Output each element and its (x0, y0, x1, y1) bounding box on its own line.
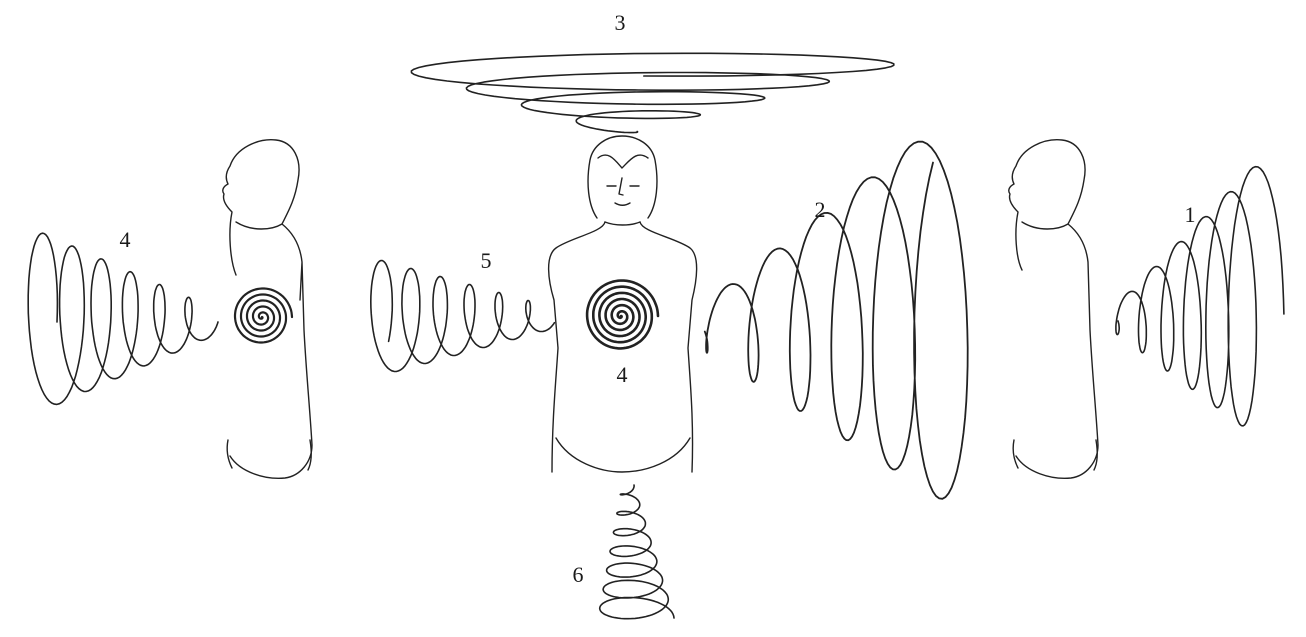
label-2: 2 (815, 197, 826, 222)
left-chest-spiral (235, 289, 292, 343)
label-5: 5 (481, 248, 492, 273)
spiral-middle-left (371, 261, 555, 372)
spiral-bottom (600, 485, 674, 619)
spiral-left-back (28, 233, 218, 404)
label-6: 6 (573, 562, 584, 587)
center-chest-spiral (587, 281, 658, 349)
spiral-top-crown (411, 53, 893, 132)
label-3: 3 (615, 10, 626, 35)
spiral-far-right (1116, 167, 1284, 426)
label-4-left: 4 (120, 227, 131, 252)
label-4-chest: 4 (617, 362, 628, 387)
label-1: 1 (1185, 202, 1196, 227)
spiral-right-large (705, 142, 968, 499)
person-right-profile (1009, 140, 1098, 479)
